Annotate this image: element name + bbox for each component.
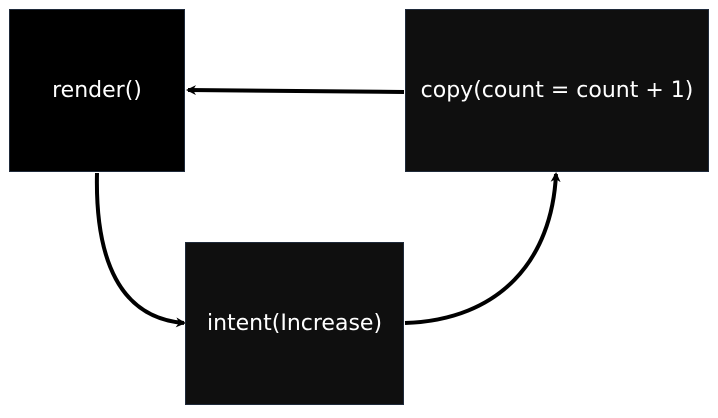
node-render-label: render() <box>52 78 142 103</box>
edge-copy-to-render <box>186 85 405 96</box>
node-copy: copy(count = count + 1) <box>405 9 709 172</box>
node-intent-label: intent(Increase) <box>206 311 383 336</box>
edge-render-to-intent <box>94 172 186 328</box>
edge-intent-to-copy <box>404 172 561 325</box>
node-intent: intent(Increase) <box>185 242 404 405</box>
node-render: render() <box>9 9 185 172</box>
node-copy-label: copy(count = count + 1) <box>420 78 694 103</box>
